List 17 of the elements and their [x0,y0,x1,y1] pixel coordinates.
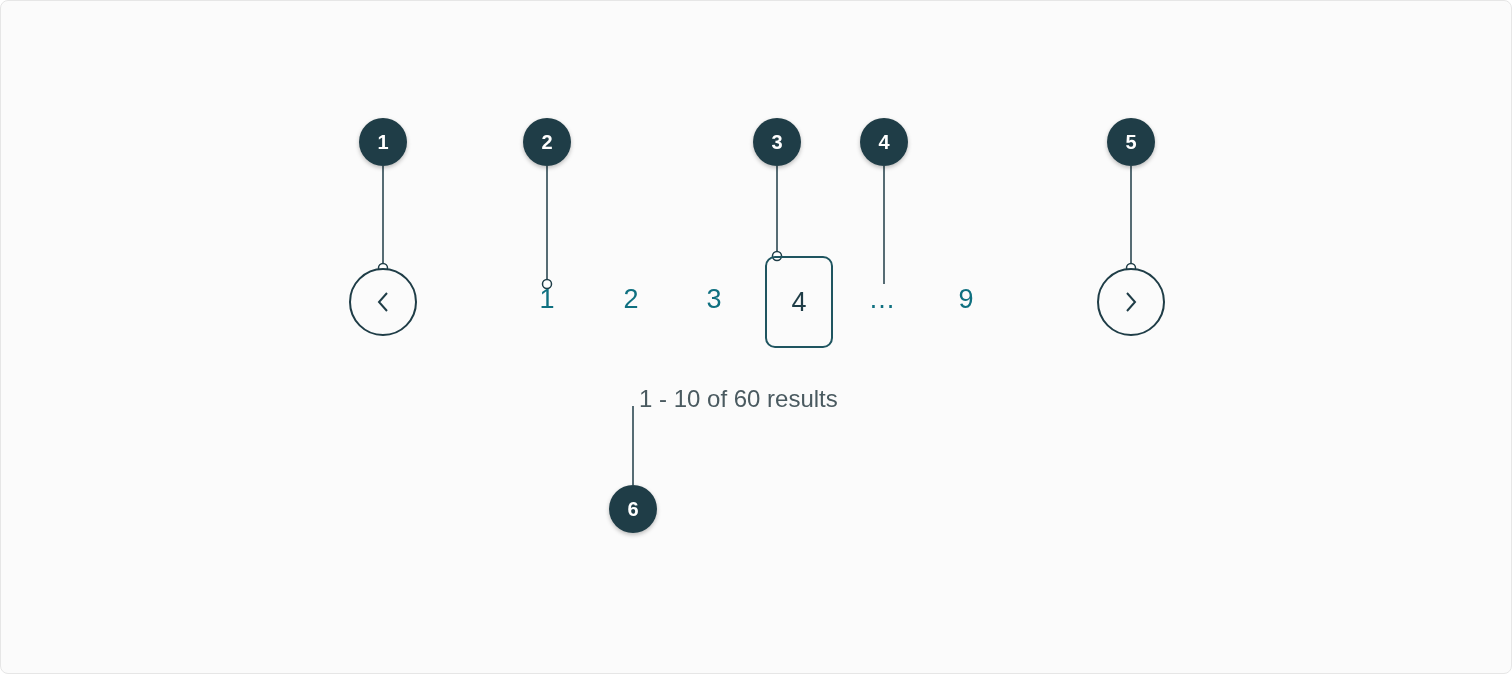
callout-number: 6 [609,485,657,533]
leader-line [771,165,783,262]
results-count: 1 - 10 of 60 results [639,384,879,414]
current-page-button: 4 [765,256,833,348]
page-number: 1 [527,284,567,314]
leader-line [883,165,885,285]
page-number: 3 [705,284,723,314]
page-number: 9 [957,284,975,314]
page-number: 2 [622,284,640,314]
callout-number: 5 [1107,118,1155,166]
page-number: … [864,284,900,314]
callout-number: 4 [860,118,908,166]
leader-line [632,405,634,486]
leader-line [541,165,553,290]
callout-number: 3 [753,118,801,166]
callout-number: 2 [523,118,571,166]
callout-number: 1 [359,118,407,166]
